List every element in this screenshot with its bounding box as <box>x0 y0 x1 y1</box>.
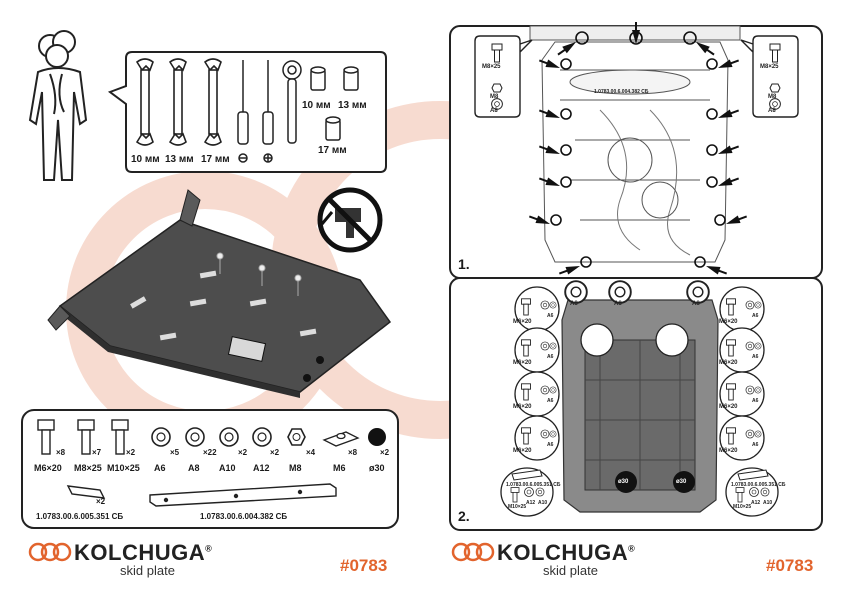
hardware-qty: ×2 <box>380 448 390 457</box>
bolt-marker-icon <box>550 31 726 268</box>
plug-icon <box>368 428 386 446</box>
hardware-label: M6 <box>333 463 346 473</box>
brand-text: KOLCHUGA <box>74 540 206 565</box>
bracket-qty: ×2 <box>96 497 106 506</box>
callout-bolt-label: M6×20 <box>719 448 738 454</box>
product-code: #0783 <box>340 556 388 575</box>
hardware-label: M8 <box>289 463 302 473</box>
callout-washer-label: A8 <box>490 108 498 114</box>
callout-nut-label: M8 <box>768 94 777 100</box>
socket-10-label: 10 мм <box>302 100 331 111</box>
bracket-part-number: 1.0783.00.6.005.351 СБ <box>731 482 786 488</box>
hardware-qty: ×2 <box>126 448 136 457</box>
mechanic-icon <box>28 30 88 181</box>
callout-bolt-label: M6×20 <box>513 319 532 325</box>
hardware-qty: ×22 <box>203 448 217 457</box>
nut-icon <box>287 428 306 446</box>
callout-bolt-label: M6×20 <box>513 404 532 410</box>
hardware-qty: ×8 <box>348 448 358 457</box>
step-number: 2. <box>458 508 470 524</box>
callout-bolt-label: M8×25 <box>482 64 501 70</box>
rail-part-number: 1.0783.00.6.004.382 СБ <box>594 89 649 95</box>
hardware-label: A8 <box>188 463 200 473</box>
callout-bolt-label: M10×25 <box>733 504 752 510</box>
product-code: #0783 <box>766 556 814 575</box>
callout-bolt-label: M6×20 <box>719 404 738 410</box>
washer-label: A8 <box>692 301 700 307</box>
callout-bolt-label: M6×20 <box>513 360 532 366</box>
side-callout <box>514 286 765 461</box>
hardware-label: A6 <box>154 463 166 473</box>
registered-mark: ® <box>628 543 636 554</box>
socket-icon <box>310 66 359 141</box>
callout-nut-label: M8 <box>490 94 499 100</box>
hardware-label: A12 <box>253 463 270 473</box>
brand-text: KOLCHUGA <box>497 540 629 565</box>
callout-bolt-label: M6×20 <box>719 319 738 325</box>
phillips-screwdriver-icon <box>262 60 274 163</box>
ratchet-icon <box>282 60 302 144</box>
brand-tagline: skid plate <box>543 563 598 578</box>
callout-washer-label: A6 <box>547 354 554 360</box>
callout-washer-label: A8 <box>768 108 776 114</box>
brand-tagline: skid plate <box>120 563 175 578</box>
callout-washer-label: A6 <box>547 313 554 319</box>
callout-washer-label: A6 <box>752 354 759 360</box>
no-impact-wrench-icon <box>317 187 383 253</box>
bracket-icon <box>66 483 337 507</box>
hardware-label: M8×25 <box>74 463 102 473</box>
callout-washer-label: A12 <box>526 500 536 506</box>
hardware-qty: ×4 <box>306 448 316 457</box>
hardware-label: M6×20 <box>34 463 62 473</box>
callout-washer-label: A6 <box>547 398 554 404</box>
hardware-label: A10 <box>219 463 236 473</box>
flat-screwdriver-icon <box>237 60 249 163</box>
wrench-17-label: 17 мм <box>201 154 230 165</box>
callout-washer-label: A10 <box>763 500 773 506</box>
wrench-13-label: 13 мм <box>165 154 194 165</box>
spanner-icon <box>135 58 222 146</box>
registered-mark: ® <box>205 543 213 554</box>
step-number: 1. <box>458 256 470 272</box>
kolchuga-logo-icon <box>451 542 495 562</box>
plug-label: ø30 <box>676 479 687 485</box>
callout-bolt-label: M10×25 <box>508 504 527 510</box>
socket-13-label: 13 мм <box>338 100 367 111</box>
chassis-drawing <box>529 25 741 263</box>
wrench-10-label: 10 мм <box>131 154 160 165</box>
socket-17-label: 17 мм <box>318 145 347 156</box>
kolchuga-logo-icon <box>28 542 72 562</box>
hardware-qty: ×2 <box>270 448 280 457</box>
callout-washer-label: A6 <box>752 398 759 404</box>
hardware-callout <box>474 35 799 118</box>
hardware-qty: ×2 <box>238 448 248 457</box>
bracket-icon <box>511 469 769 481</box>
brand-name: KOLCHUGA® <box>497 540 635 566</box>
hardware-qty: ×7 <box>92 448 102 457</box>
callout-bolt-label: M8×25 <box>760 64 779 70</box>
bracket-part-number: 1.0783.00.6.005.351 СБ <box>506 482 561 488</box>
bolt-icon <box>37 419 129 455</box>
bracket-part-number: 1.0783.00.6.004.382 СБ <box>200 512 288 521</box>
callout-washer-label: A6 <box>547 442 554 448</box>
clip-nut-icon <box>322 431 360 447</box>
hardware-qty: ×8 <box>56 448 66 457</box>
hardware-label: ø30 <box>369 463 385 473</box>
hardware-qty: ×5 <box>170 448 180 457</box>
skid-plate-drawing <box>47 189 392 398</box>
callout-bolt-label: M6×20 <box>719 360 738 366</box>
callout-washer-label: A10 <box>538 500 548 506</box>
callout-washer-label: A6 <box>752 313 759 319</box>
brand-name: KOLCHUGA® <box>74 540 212 566</box>
callout-washer-label: A6 <box>752 442 759 448</box>
hardware-label: M10×25 <box>107 463 140 473</box>
plug-label: ø30 <box>618 479 629 485</box>
bracket-part-number: 1.0783.00.6.005.351 СБ <box>36 512 124 521</box>
washer-label: A8 <box>614 301 622 307</box>
callout-bolt-label: M6×20 <box>513 448 532 454</box>
washer-label: A8 <box>570 301 578 307</box>
callout-washer-label: A12 <box>751 500 761 506</box>
